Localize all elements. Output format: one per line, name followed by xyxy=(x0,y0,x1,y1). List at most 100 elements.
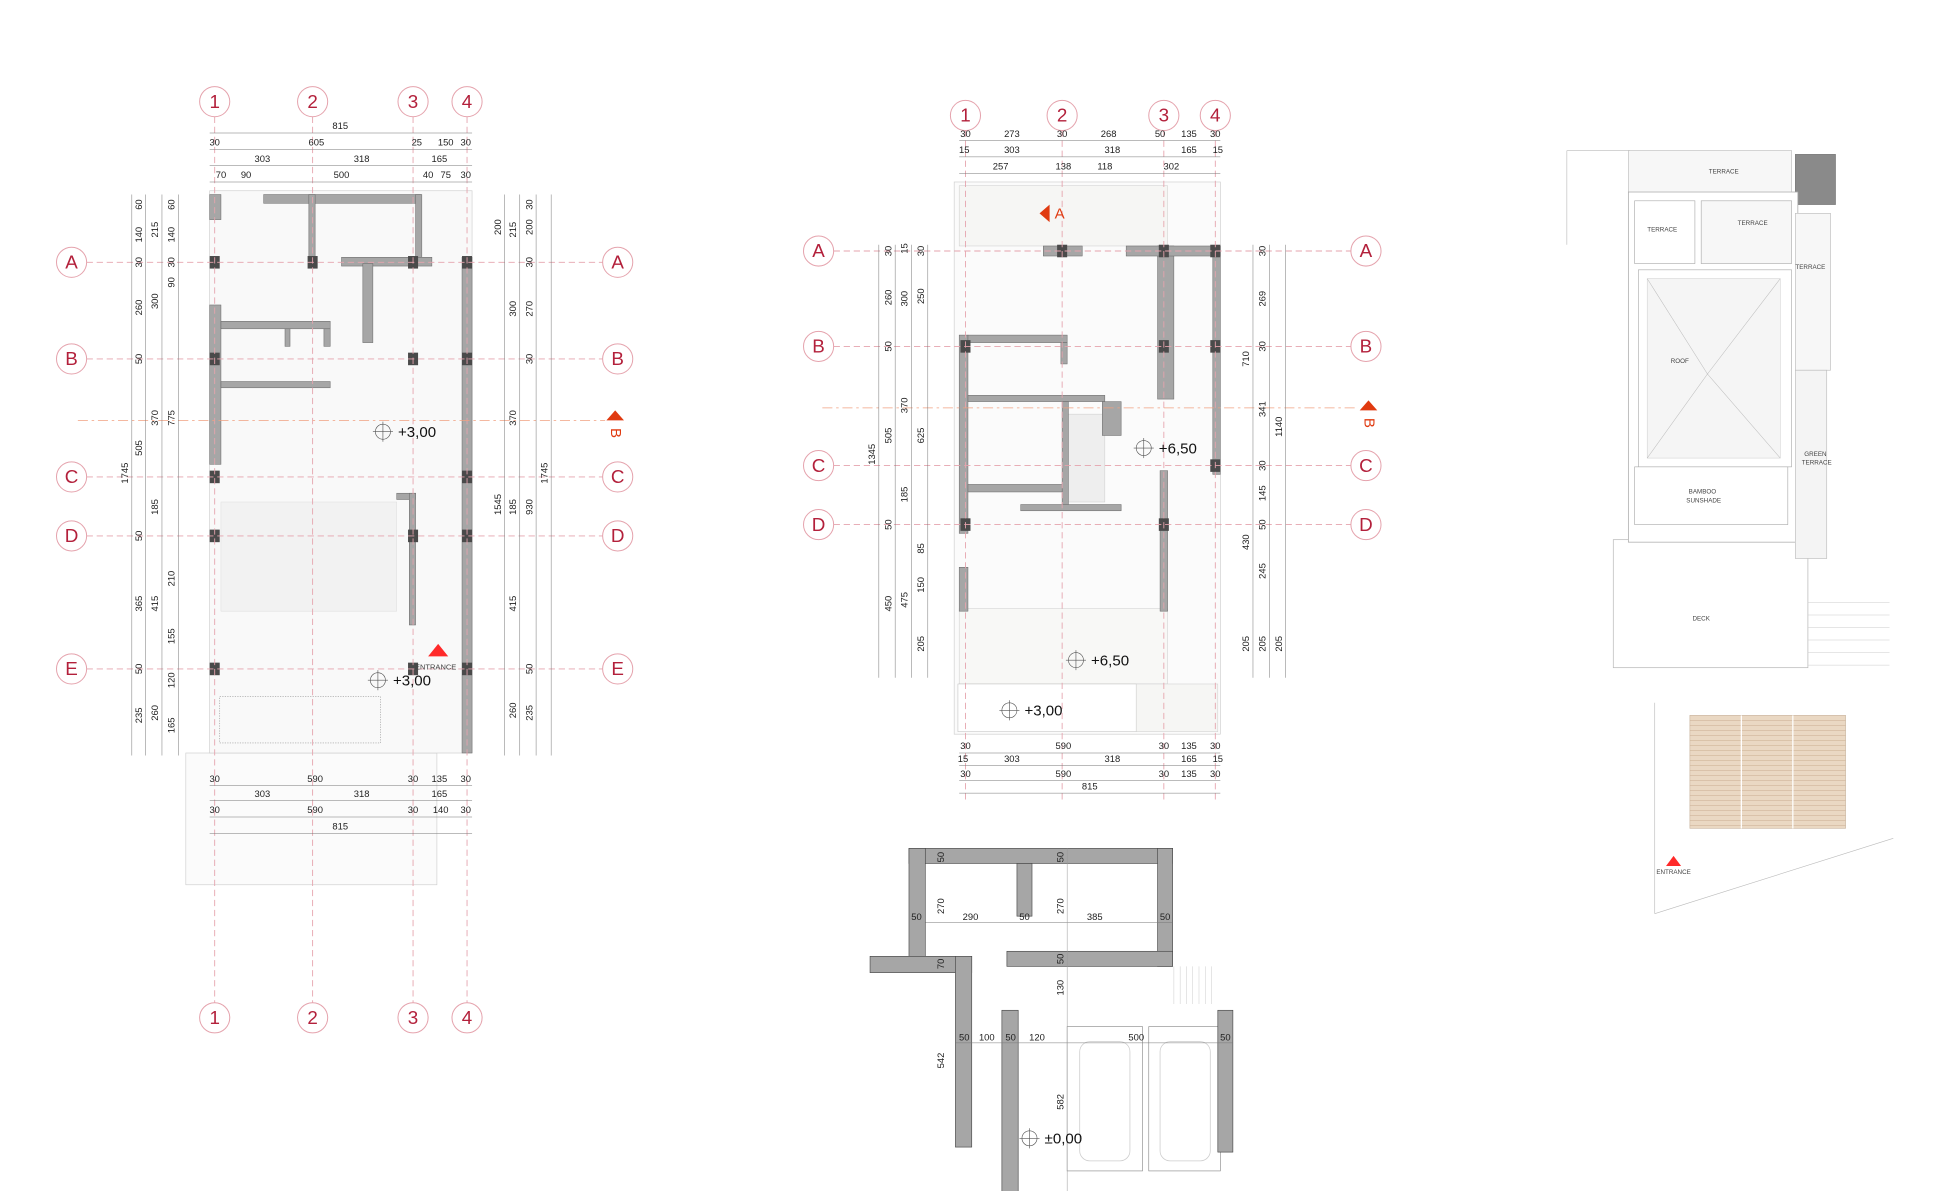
dimension-label: 165 xyxy=(1181,753,1197,764)
grid-bubble xyxy=(1199,99,1231,132)
dimension-label: 185 xyxy=(899,487,910,503)
grid-bubble xyxy=(451,86,483,118)
dimension-label: 50 xyxy=(882,519,893,529)
dimension-label: 341 xyxy=(1256,401,1267,417)
dimension-label: 185 xyxy=(507,499,518,515)
roof-plan-label: TERRACE xyxy=(1738,220,1768,227)
dimension-label: 430 xyxy=(1240,534,1251,550)
dimension-label: 370 xyxy=(899,398,910,414)
pool-outline xyxy=(219,696,381,744)
grid-column-label: 1 xyxy=(209,1007,219,1028)
grid-column-label: 1 xyxy=(960,105,970,126)
dimension-label: 30 xyxy=(165,257,176,267)
dimension-label: 30 xyxy=(209,773,219,784)
dimension-label: 25 xyxy=(412,137,422,148)
section-arrow-icon xyxy=(606,410,624,421)
grid-bubble xyxy=(803,509,835,541)
section-label: B xyxy=(1360,418,1377,428)
grid-bubble xyxy=(55,520,88,552)
dimension-label: 1140 xyxy=(1273,417,1284,437)
grid-column-label: 2 xyxy=(307,1007,317,1028)
dimension-label: 542 xyxy=(935,1053,946,1069)
bamboo-sunshade xyxy=(1634,466,1789,525)
car-icon xyxy=(1079,1041,1131,1162)
dimension-label: 165 xyxy=(165,718,176,734)
grid-bubble xyxy=(297,86,329,118)
dimension-label: 30 xyxy=(523,257,534,267)
dimension-label: 200 xyxy=(523,219,534,235)
wall xyxy=(1061,401,1069,509)
wall xyxy=(1060,342,1068,365)
grid-row-label: D xyxy=(1359,514,1373,535)
wall xyxy=(263,194,421,204)
dimension-label: 30 xyxy=(1159,740,1169,751)
wall xyxy=(1020,504,1122,512)
level-marker: +3,00 xyxy=(393,672,431,689)
column xyxy=(209,529,220,543)
dimension-label: 50 xyxy=(133,531,144,541)
dimension-label: 450 xyxy=(882,596,893,612)
dimension-label: 135 xyxy=(1181,740,1197,751)
grid-bubble xyxy=(602,461,634,493)
grid-bubble xyxy=(397,86,429,118)
lower-terrace xyxy=(957,683,1137,732)
dimension-label: 270 xyxy=(523,301,534,317)
wall xyxy=(220,381,331,389)
dimension-label: 60 xyxy=(165,199,176,209)
parking-bay xyxy=(1066,1026,1143,1172)
roof-plan-label: GREEN xyxy=(1804,451,1827,458)
dimension-label: 815 xyxy=(332,821,348,832)
level-marker: +6,50 xyxy=(1159,440,1197,457)
grid-bubble xyxy=(602,520,634,552)
terrace xyxy=(958,185,1168,247)
grid-column-label: 3 xyxy=(1159,105,1169,126)
wall xyxy=(955,956,973,1148)
dimension-label: 30 xyxy=(133,257,144,267)
terrace-outline xyxy=(185,752,438,886)
dimension-label: 15 xyxy=(958,753,968,764)
dimension-label: 60 xyxy=(133,199,144,209)
dimension-label: 50 xyxy=(911,911,921,922)
dimension-label: 30 xyxy=(461,137,471,148)
dimension-label: 30 xyxy=(209,804,219,815)
grid-row-label: D xyxy=(812,514,826,535)
wall xyxy=(967,484,1063,493)
dimension-label: 1345 xyxy=(866,444,877,465)
dimension-label: 138 xyxy=(1056,160,1072,171)
dimension-label: 302 xyxy=(1164,160,1180,171)
grid-bubble xyxy=(1350,235,1382,267)
grid-row-label: D xyxy=(65,525,79,546)
grid-column-label: 3 xyxy=(408,1007,418,1028)
grid-bubble xyxy=(1350,330,1382,362)
dimension-label: 30 xyxy=(1210,740,1220,751)
grid-bubble xyxy=(55,461,88,493)
grid-bubble xyxy=(55,246,88,278)
roof-ridge xyxy=(1646,278,1708,375)
dimension-label: 930 xyxy=(523,499,534,515)
grid-bubble xyxy=(199,1002,231,1034)
wall xyxy=(284,328,291,347)
entrance-arrow-icon xyxy=(428,643,449,657)
dimension-label: 500 xyxy=(334,169,350,180)
dimension-label: 90 xyxy=(241,169,251,180)
wall xyxy=(341,257,433,267)
dimension-label: 269 xyxy=(1256,291,1267,307)
grid-bubble xyxy=(1046,99,1078,132)
grid-bubble xyxy=(55,343,88,375)
green-terrace xyxy=(1795,369,1828,559)
dimension-label: 1745 xyxy=(538,463,549,484)
dimension-label: 303 xyxy=(1004,753,1020,764)
dimension-label: 200 xyxy=(492,219,503,235)
wall xyxy=(908,848,1173,864)
dimension-label: 215 xyxy=(149,222,160,238)
dimension-label: 130 xyxy=(1054,980,1065,996)
dimension-label: 185 xyxy=(149,499,160,515)
bathroom xyxy=(1061,413,1106,503)
grid-bubble xyxy=(803,450,835,482)
dimension-label: 205 xyxy=(915,636,926,652)
dimension-label: 50 xyxy=(1005,1031,1015,1042)
dimension-label: 300 xyxy=(899,291,910,307)
